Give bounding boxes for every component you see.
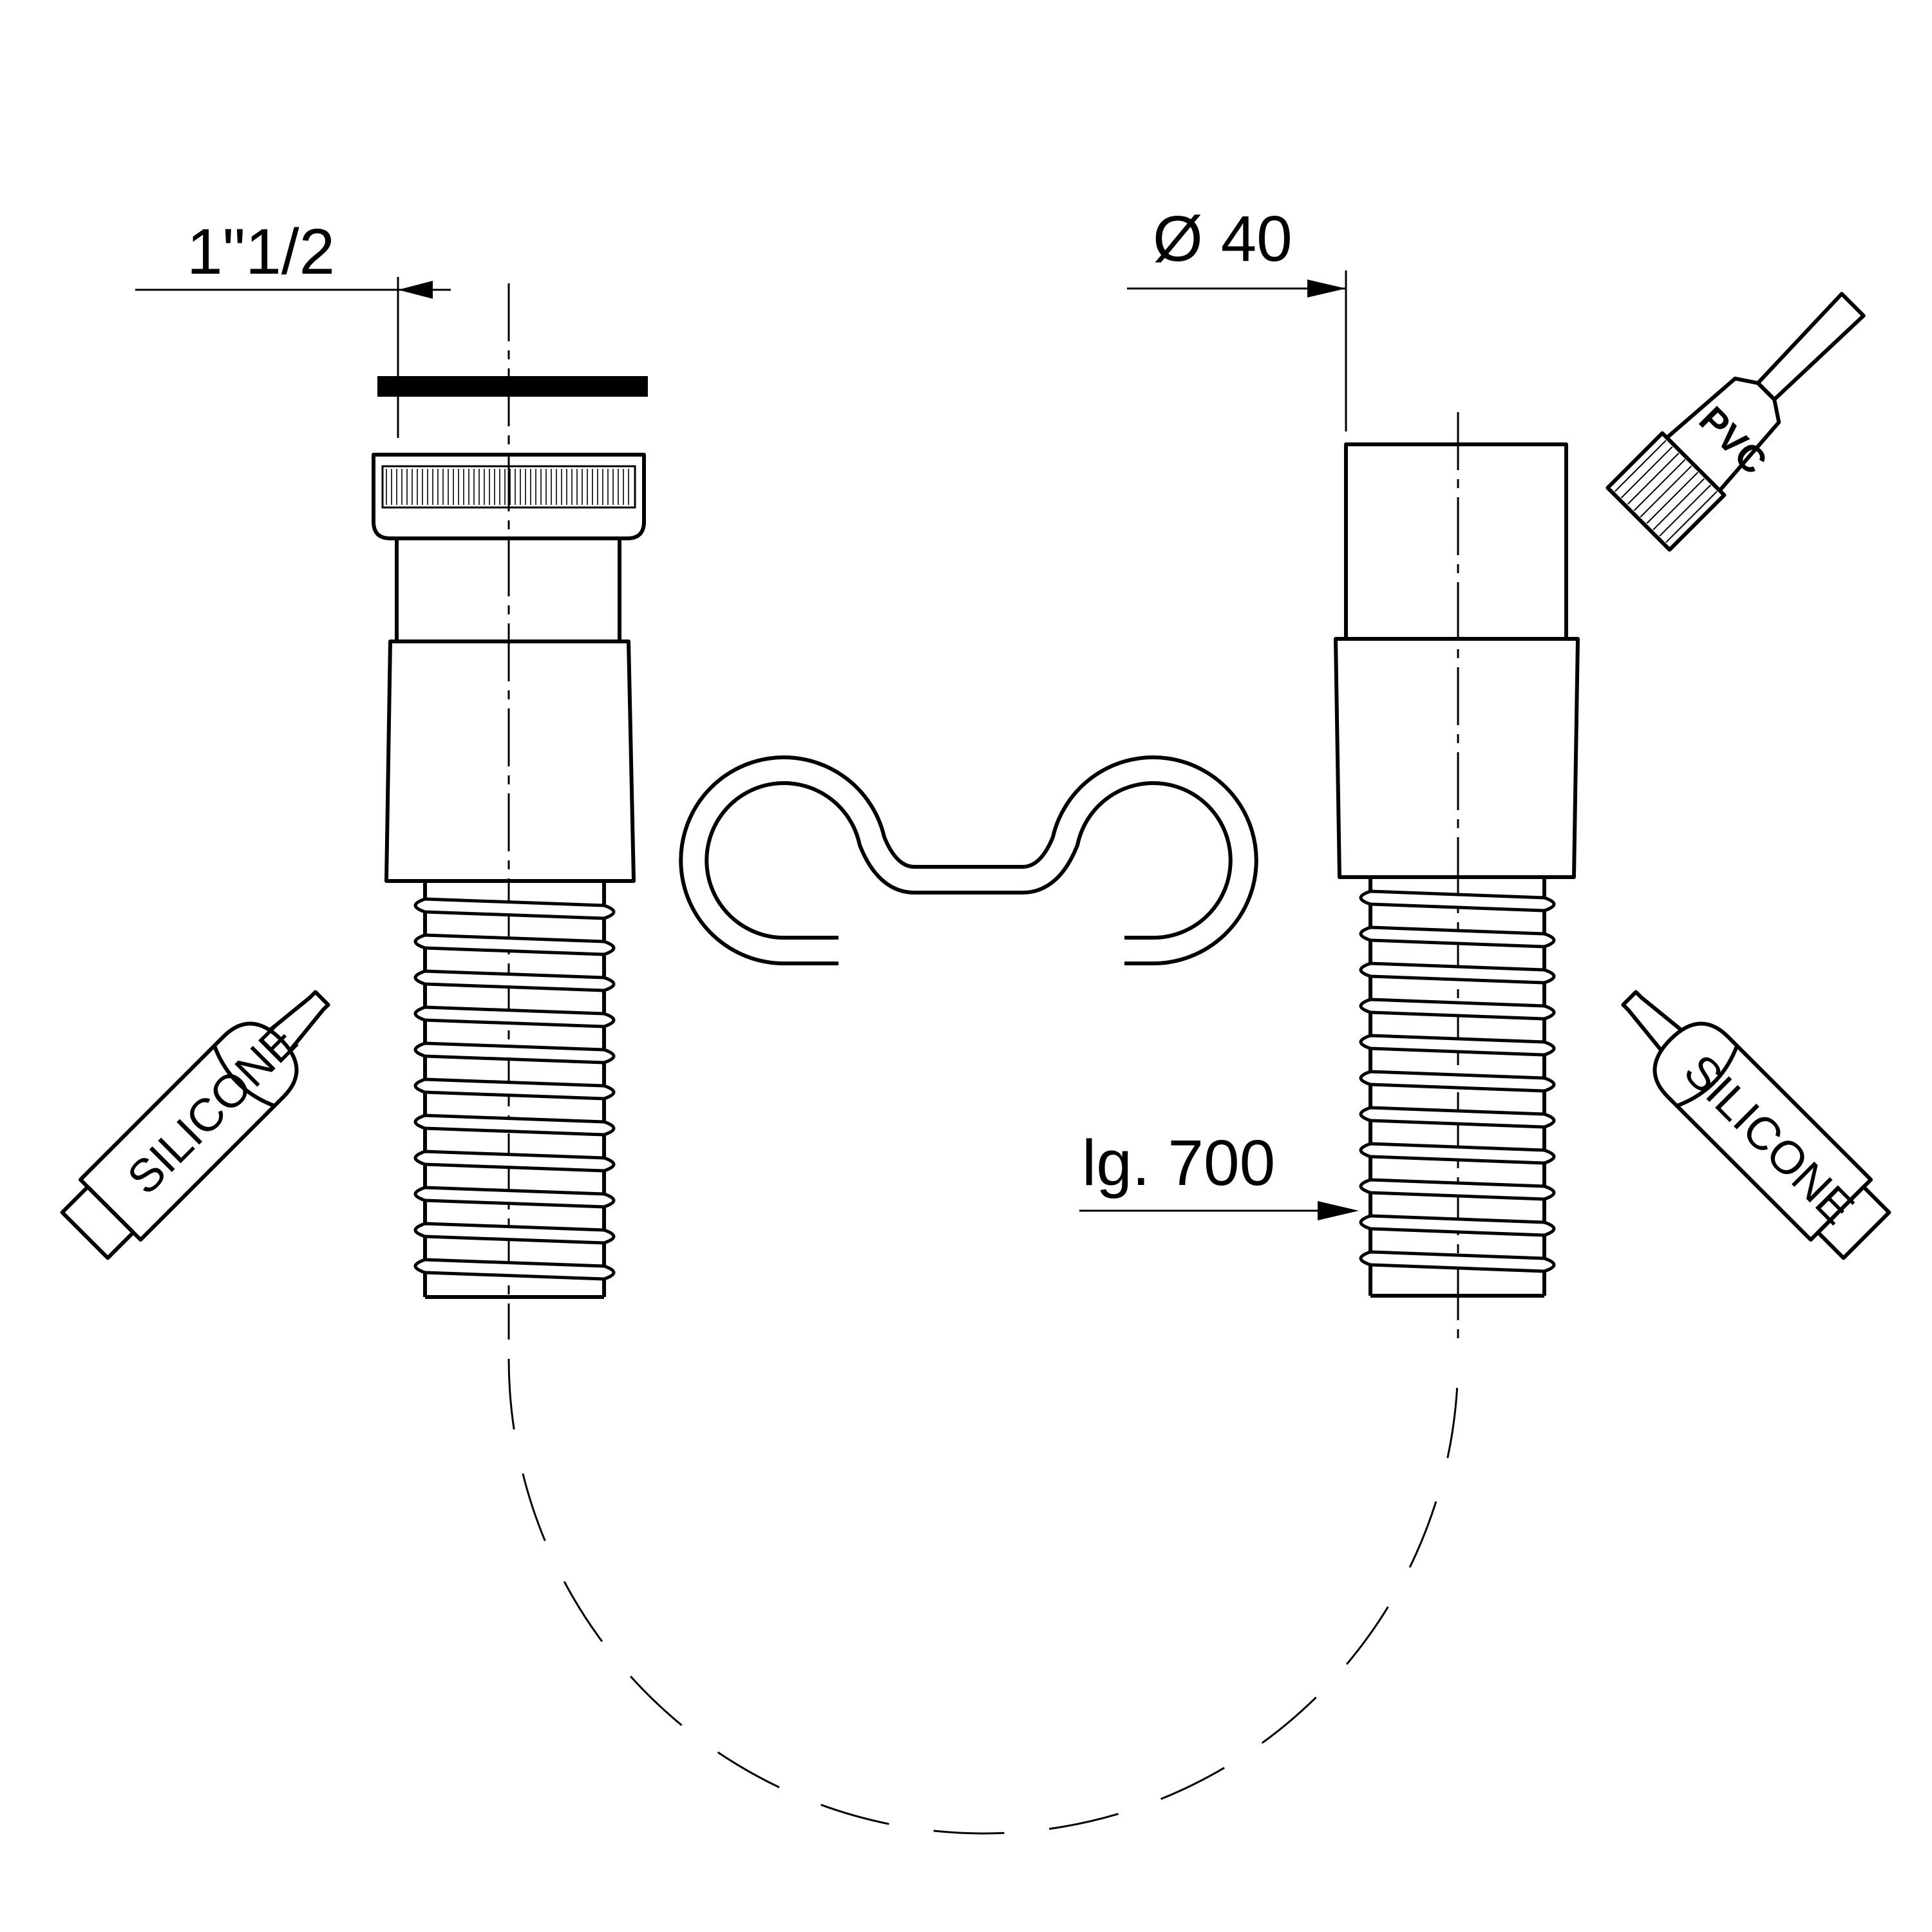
hose-rib: [413, 897, 616, 920]
hose-rib: [413, 1222, 616, 1245]
left-connector-assembly: 1"1/2: [135, 216, 648, 1340]
hose-length-label: lg. 700: [1082, 1127, 1275, 1199]
brush-label: PVC: [1691, 399, 1775, 482]
hose-rib: [413, 1113, 616, 1137]
hose-rib: [1359, 1250, 1556, 1273]
knurled-nut: [372, 453, 646, 540]
silicone-left-label: SILICONE: [118, 1015, 307, 1204]
wall-clip-icon: [679, 755, 1258, 965]
hose-length-dimension: lg. 700: [1079, 1127, 1359, 1220]
silicone-right-label: SILICONE: [1674, 1045, 1864, 1234]
hose-rib: [413, 1258, 616, 1281]
hose-rib: [413, 1005, 616, 1028]
sealing-washer: [377, 376, 648, 397]
smooth-pipe-40: [1344, 442, 1568, 641]
thread-size-label: 1"1/2: [187, 216, 335, 288]
hose-rib: [1359, 1034, 1556, 1057]
hose-rib: [1359, 961, 1556, 985]
pipe-diameter-label: Ø 40: [1153, 203, 1293, 275]
flexible-hose-path: [507, 1358, 1459, 1835]
hose-rib: [1359, 889, 1556, 913]
thread-dimension: 1"1/2: [135, 216, 451, 438]
pvc-glue-brush-icon: PVC: [1605, 292, 1866, 552]
hose-rib: [1359, 1070, 1556, 1093]
hose-rib: [1359, 925, 1556, 949]
hose-rib: [413, 933, 616, 956]
right-connector-assembly: Ø 40 lg. 700: [1079, 203, 1580, 1340]
hose-rib: [413, 1041, 616, 1065]
left-hose-corrugated: [413, 881, 616, 1299]
right-hose-corrugated: [1359, 877, 1556, 1298]
hose-rib: [413, 1150, 616, 1173]
hose-rib: [1359, 1178, 1556, 1201]
hose-rib: [413, 1077, 616, 1101]
tapered-sleeve: [384, 639, 636, 883]
diameter-dimension: Ø 40: [1127, 203, 1347, 431]
hose-rib: [1359, 1106, 1556, 1129]
hose-rib: [1359, 1142, 1556, 1165]
hose-rib: [1359, 998, 1556, 1021]
hose-rib: [1359, 1214, 1556, 1237]
right-sleeve: [1334, 637, 1580, 879]
knurl-pattern: [386, 469, 629, 505]
hose-rib: [413, 1186, 616, 1209]
hose-rib: [413, 969, 616, 992]
silicone-tube-icon: SILICONE: [60, 990, 330, 1260]
silicone-tube-icon: SILICONE: [1621, 990, 1891, 1260]
